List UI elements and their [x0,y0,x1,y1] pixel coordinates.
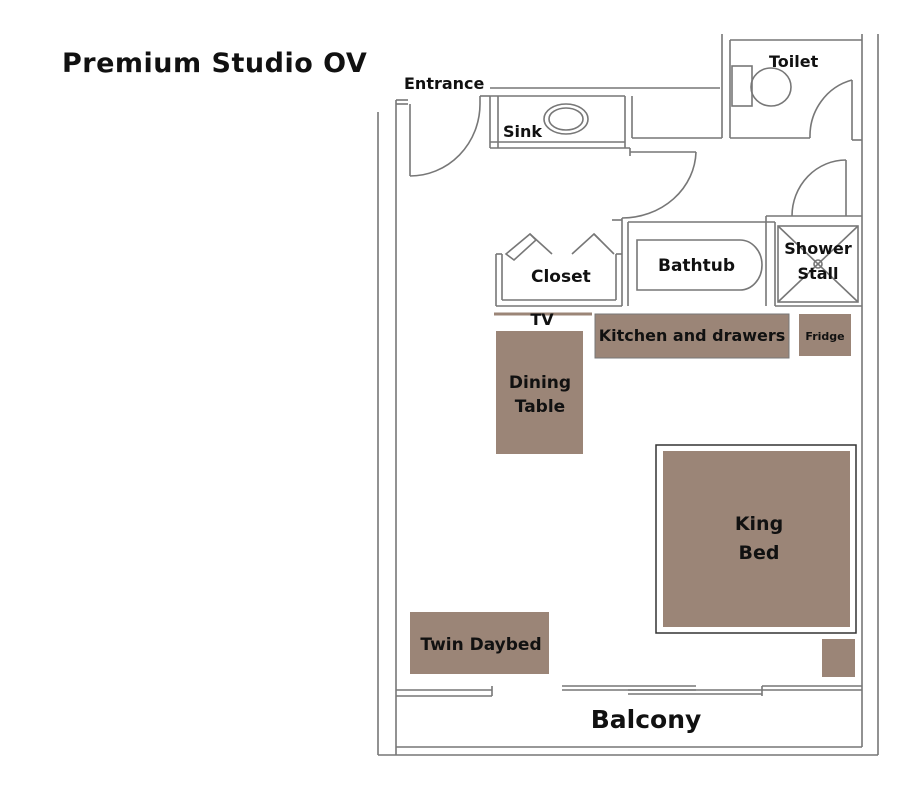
twin-daybed-label: Twin Daybed [420,635,541,655]
sink-basin [543,103,589,135]
tv-label: TV [530,310,554,329]
closet-label: Closet [531,267,591,287]
closet-door-a [504,232,538,262]
shower-diagonal-b [777,225,859,303]
king-bed [663,451,850,627]
shower-tray [777,225,859,303]
shower-label-2: Stall [798,264,839,283]
closet-door-c [571,232,601,255]
shower-label-1: Shower [784,239,852,258]
bathtub-basin [636,239,763,291]
labels: Entrance Toilet Sink Closet Bathtub Show… [404,52,852,734]
toilet-bowl [750,67,792,107]
fridge-label: Fridge [805,330,844,343]
nightstand [822,639,855,677]
king-bed-label-1: King [735,513,783,535]
walls [377,34,879,756]
toilet-label: Toilet [769,52,819,71]
shower-door-swing [791,159,847,217]
kitchen-counter [594,313,790,359]
closet-door-d [593,233,615,255]
toilet-door-swing [809,79,853,139]
page-title: Premium Studio OV [62,48,368,79]
balcony-label: Balcony [591,705,702,734]
bathtub-label: Bathtub [658,256,735,276]
fridge [799,314,851,356]
bath-door-swing [621,151,697,219]
entrance-label: Entrance [404,74,485,93]
dining-label-1: Dining [509,373,571,393]
shower-drain [813,259,823,269]
sink-label: Sink [503,122,542,141]
entrance-door-swing [409,103,481,177]
king-bed-label-2: Bed [739,542,780,564]
dining-table [496,331,583,454]
kitchen-label: Kitchen and drawers [599,326,786,345]
closet-door-b [529,233,553,255]
sink-basin-inner [548,107,584,131]
twin-daybed [410,612,549,674]
furniture [410,313,857,677]
dining-label-2: Table [515,397,565,417]
toilet-tank [731,65,753,107]
